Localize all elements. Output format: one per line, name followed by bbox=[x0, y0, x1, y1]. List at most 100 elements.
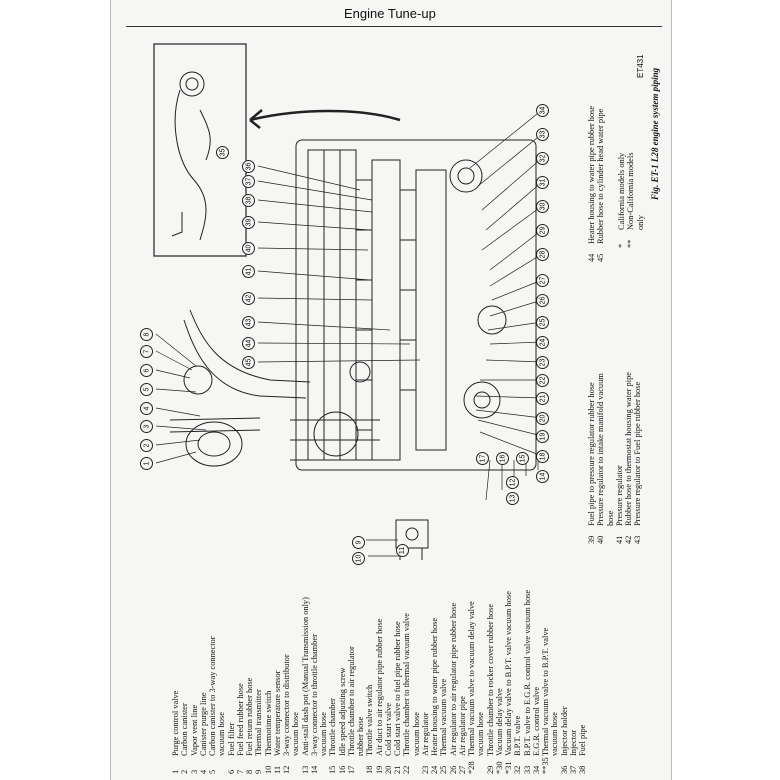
legend-number: 19 bbox=[374, 765, 384, 774]
legend-number: 20 bbox=[383, 765, 393, 774]
callout-33: 33 bbox=[536, 128, 549, 141]
callout-24: 24 bbox=[536, 336, 549, 349]
callout-5: 5 bbox=[140, 383, 153, 396]
legend-item: 19 Air duct to air regulator pipe rubber … bbox=[374, 618, 384, 774]
carbon-canister bbox=[185, 421, 243, 467]
legend-number: **35 bbox=[541, 757, 550, 774]
legend-text: Pressure regulator to intake manifold va… bbox=[596, 373, 606, 526]
legend-number: 12 bbox=[282, 765, 291, 774]
legend-item: rubber hose bbox=[356, 717, 365, 774]
legend-text: Air regulator bbox=[420, 712, 430, 757]
legend-number: 16 bbox=[337, 765, 347, 774]
legend-number: 8 bbox=[245, 769, 254, 774]
legend-item: 7 Fuel feed rubber hose bbox=[235, 683, 245, 774]
legend-number bbox=[637, 230, 645, 248]
callout-15: 15 bbox=[516, 452, 529, 465]
legend-text: Thermal transmitter bbox=[254, 689, 264, 756]
legend-number: 36 bbox=[559, 765, 569, 774]
callout-27: 27 bbox=[536, 274, 549, 287]
legend-text: Cold start valve bbox=[383, 702, 393, 756]
legend-text: Vacuum delay valve to B.P.T. valve vacuu… bbox=[504, 591, 513, 756]
legend-item: 20 Cold start valve bbox=[383, 702, 393, 774]
callout-43: 43 bbox=[242, 316, 255, 329]
legend-item: vacuum hose bbox=[412, 712, 421, 774]
legend-text: Air duct to air regulator pipe rubber ho… bbox=[374, 618, 384, 756]
legend-number: 10 bbox=[263, 765, 273, 774]
legend-text: Fuel return rubber hose bbox=[245, 677, 254, 756]
legend-text: vacuum hose bbox=[319, 712, 328, 756]
callout-32: 32 bbox=[536, 152, 549, 165]
callout-36: 36 bbox=[242, 160, 255, 173]
legend-text: Thermal vacuum valve bbox=[439, 678, 449, 756]
legend-item: *California models only bbox=[617, 153, 626, 248]
legend-number: *31 bbox=[504, 761, 513, 774]
callout-40: 40 bbox=[242, 242, 255, 255]
legend-text: Thermal vacuum valve to B.P.T. valve bbox=[541, 627, 550, 756]
legend-text: Pressure regulator bbox=[614, 465, 624, 526]
legend-number: 11 bbox=[272, 765, 282, 774]
legend-number: 21 bbox=[393, 765, 402, 774]
fan-pulley bbox=[313, 411, 359, 457]
legend-item: vacuum hose bbox=[319, 712, 328, 774]
callout-6: 6 bbox=[140, 364, 153, 377]
legend-number: 18 bbox=[365, 765, 375, 774]
legend-text: vacuum hose bbox=[476, 712, 486, 756]
legend-text: E.G.R. control valve bbox=[531, 686, 541, 756]
direction-arrow bbox=[249, 109, 401, 122]
legend-text: Air regulator pipe bbox=[457, 696, 467, 756]
legend-number: 13 bbox=[300, 765, 310, 774]
legend-text: Heater housing to water pipe rubber hose bbox=[587, 105, 596, 244]
legend-text: Canister purge line bbox=[198, 692, 208, 756]
legend-text: Cold start valve to fuel pipe rubber hos… bbox=[393, 621, 402, 756]
legend-text: vacuum hose bbox=[291, 712, 301, 756]
leader-lines bbox=[155, 109, 543, 557]
callout-4: 4 bbox=[140, 402, 153, 415]
legend-text: Thermotime switch bbox=[263, 690, 273, 756]
legend-text: Idle speed adjusting screw bbox=[337, 667, 347, 756]
legend-number: 3 bbox=[189, 769, 199, 774]
callout-1: 1 bbox=[140, 457, 153, 470]
legend-number: 15 bbox=[328, 765, 338, 774]
thermostat-housing bbox=[449, 159, 483, 193]
legend-number: 5 bbox=[208, 769, 217, 774]
legend-number: 45 bbox=[596, 253, 606, 262]
legend-text: Pressure regulator to Fuel pipe rubber h… bbox=[633, 381, 643, 526]
callout-3: 3 bbox=[140, 420, 153, 433]
legend-text: Thermal vacuum valve to vacuum delay val… bbox=[467, 601, 476, 756]
legend-item: 16 Idle speed adjusting screw bbox=[337, 667, 347, 774]
callout-18: 18 bbox=[536, 450, 549, 463]
callout-35: 35 bbox=[216, 146, 229, 159]
page-title: Engine Tune-up bbox=[344, 6, 436, 21]
legend-text: Fuel feed rubber hose bbox=[235, 683, 245, 756]
callout-16: 16 bbox=[496, 452, 509, 465]
legend-item: 8 Fuel return rubber hose bbox=[245, 677, 254, 774]
legend-text: 3-way connector to throttle chamber bbox=[309, 634, 319, 756]
callout-31: 31 bbox=[536, 176, 549, 189]
legend-item: vacuum hose bbox=[476, 712, 486, 774]
legend-number bbox=[607, 526, 615, 544]
legend-text: Non-California models bbox=[626, 152, 636, 230]
callout-34: 34 bbox=[536, 104, 549, 117]
legend-text: Throttle chamber to rocker cover rubber … bbox=[485, 603, 495, 756]
legend-number bbox=[292, 756, 300, 774]
legend-text: Throttle chamber bbox=[328, 698, 338, 756]
legend-number: 23 bbox=[420, 765, 430, 774]
legend-number: 33 bbox=[522, 765, 532, 774]
legend-number: 9 bbox=[254, 769, 264, 774]
callout-45: 45 bbox=[242, 356, 255, 369]
purge-control-valve bbox=[183, 365, 213, 395]
legend-number: 2 bbox=[180, 769, 190, 774]
legend-number: 7 bbox=[235, 769, 245, 774]
inset-part bbox=[179, 71, 205, 97]
legend-text: Water temperature sensor bbox=[272, 670, 282, 756]
callout-8: 8 bbox=[140, 328, 153, 341]
